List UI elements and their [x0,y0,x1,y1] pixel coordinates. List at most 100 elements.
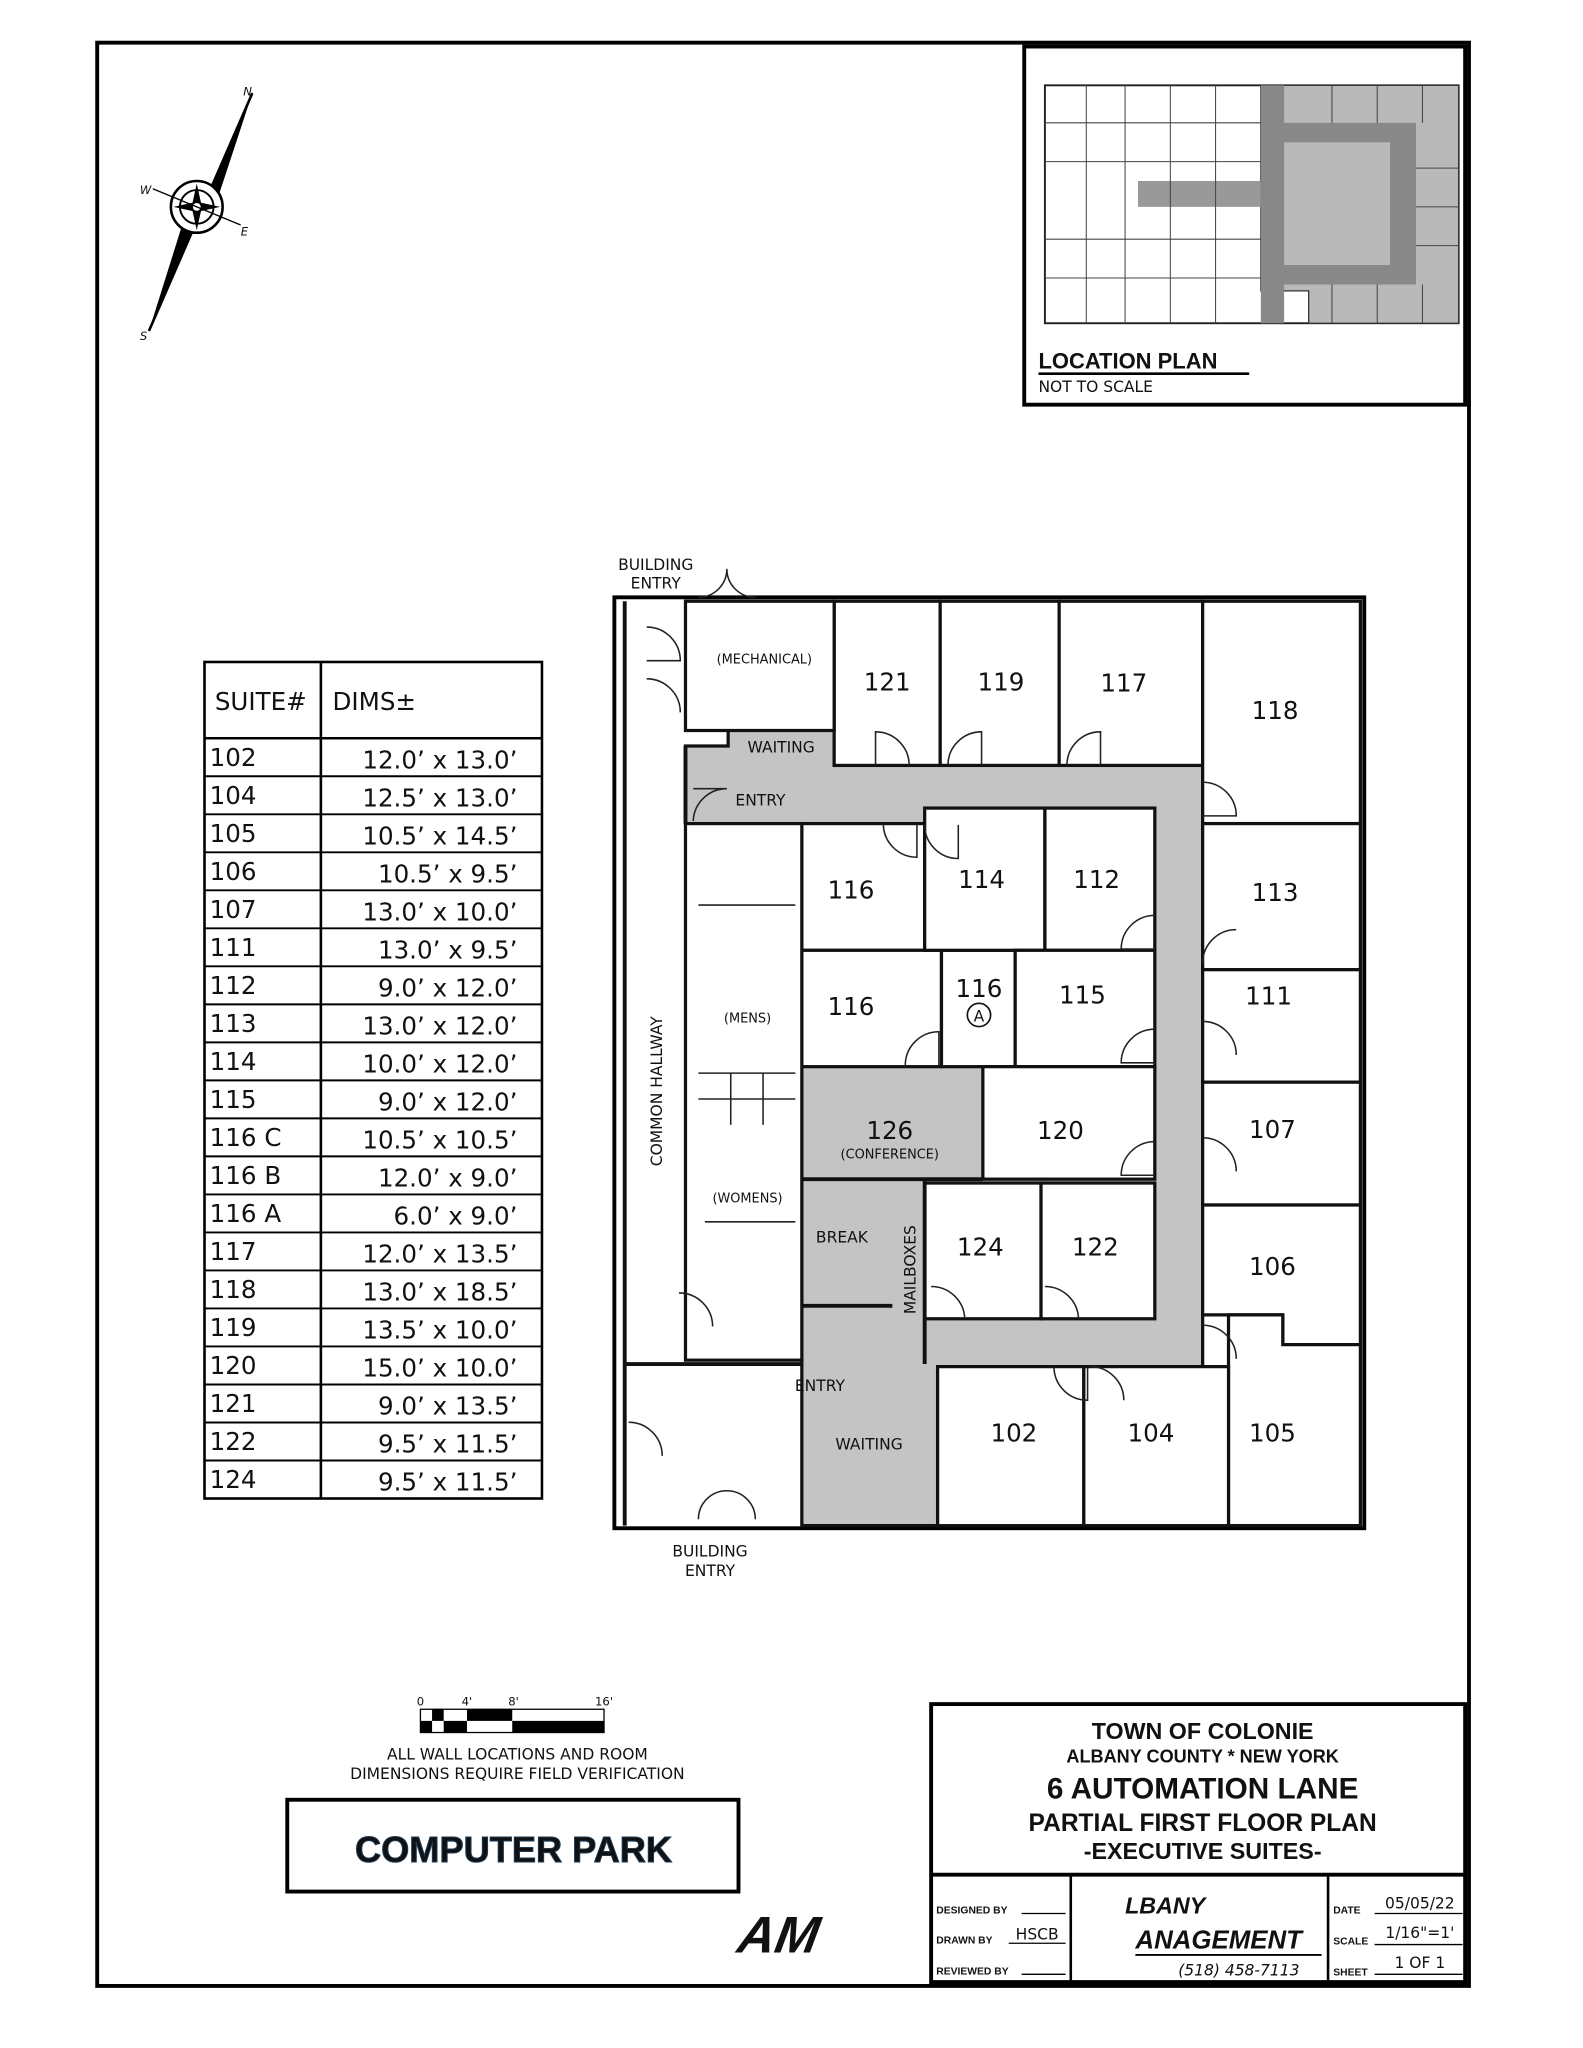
room-116-a-tag: A [974,1007,985,1025]
table-cell-dims: 12.5’ x 13.0’ [362,784,517,813]
entry-bottom-label: ENTRY [795,1377,846,1395]
table-cell-dims: 13.0’ x 18.5’ [362,1278,517,1307]
table-cell-suite: 120 [210,1351,257,1380]
room-119[interactable]: 119 [978,667,1025,696]
room-107[interactable]: 107 [1249,1115,1296,1144]
room-117[interactable]: 117 [1100,669,1147,698]
drawn-by-label: DRAWN BY [936,1935,992,1946]
logo-top: LBANY [1125,1893,1208,1919]
table-cell-dims: 10.5’ x 9.5’ [378,860,517,889]
floor-plan: BUILDING ENTRY BUILDING ENTRY (MECHANICA… [612,556,1367,1580]
break-label: BREAK [816,1229,869,1247]
sheet-value: 1 OF 1 [1395,1954,1446,1972]
title-town: TOWN OF COLONIE [1092,1718,1314,1744]
room-121[interactable]: 121 [864,667,911,696]
verification-note-1: ALL WALL LOCATIONS AND ROOM [387,1746,648,1764]
room-112[interactable]: 112 [1073,865,1120,894]
table-cell-dims: 13.5’ x 10.0’ [362,1316,517,1345]
table-cell-dims: 9.0’ x 12.0’ [378,1088,517,1117]
conference-label: (CONFERENCE) [841,1147,939,1162]
date-value: 05/05/22 [1385,1894,1455,1912]
logo-phone: (518) 458-7113 [1178,1962,1299,1980]
table-cell-dims: 10.0’ x 12.0’ [362,1050,517,1079]
table-cell-dims: 15.0’ x 10.0’ [362,1354,517,1383]
womens-label: (WOMENS) [712,1191,782,1206]
building-entry-top-1: BUILDING [618,556,693,574]
table-cell-suite: 114 [210,1047,257,1076]
room-102[interactable]: 102 [990,1419,1037,1448]
entry-top-label: ENTRY [735,791,786,809]
table-cell-suite: 105 [210,819,257,848]
table-cell-suite: 106 [210,857,257,886]
compass-rose-icon: N W E S [140,85,254,343]
table-cell-suite: 117 [210,1237,257,1266]
location-plan: LOCATION PLAN NOT TO SCALE [1022,44,1468,407]
room-116-a[interactable]: 116 [956,974,1003,1003]
title-county: ALBANY COUNTY * NEW YORK [1066,1746,1338,1766]
designed-by-label: DESIGNED BY [936,1906,1007,1917]
table-cell-suite: 111 [210,933,257,962]
table-cell-suite: 116 A [210,1199,282,1228]
scale-tick-4: 4' [462,1694,473,1708]
sheet-label: SHEET [1333,1968,1368,1979]
table-cell-suite: 104 [210,781,257,810]
table-cell-dims: 13.0’ x 10.0’ [362,898,517,927]
room-105[interactable]: 105 [1249,1419,1296,1448]
table-cell-dims: 9.5’ x 11.5’ [378,1468,517,1497]
logo-bottom: ANAGEMENT [1134,1926,1304,1954]
room-111[interactable]: 111 [1245,982,1292,1011]
drawn-by-value: HSCB [1016,1925,1059,1943]
table-cell-dims: 12.0’ x 13.5’ [362,1240,517,1269]
table-cell-dims: 13.0’ x 12.0’ [362,1012,517,1041]
albany-management-logo: AM LBANY ANAGEMENT (518) 458-7113 [731,1893,1322,1980]
table-cell-suite: 118 [210,1275,257,1304]
table-header-dims: DIMS± [333,687,416,716]
table-cell-dims: 6.0’ x 9.0’ [394,1202,518,1231]
room-114[interactable]: 114 [958,865,1005,894]
scale-label: SCALE [1333,1937,1368,1948]
building-entry-top-2: ENTRY [631,574,682,592]
room-120[interactable]: 120 [1037,1116,1084,1145]
table-cell-dims: 10.5’ x 10.5’ [362,1126,517,1155]
location-plan-subtitle: NOT TO SCALE [1038,378,1152,396]
table-cell-suite: 116 B [210,1161,281,1190]
room-106[interactable]: 106 [1249,1252,1296,1281]
table-cell-dims: 12.0’ x 13.0’ [362,746,517,775]
room-124[interactable]: 124 [957,1232,1004,1261]
room-113[interactable]: 113 [1252,878,1299,907]
table-cell-dims: 9.0’ x 12.0’ [378,974,517,1003]
building-entry-bottom-1: BUILDING [672,1543,747,1561]
table-cell-dims: 9.5’ x 11.5’ [378,1430,517,1459]
table-header-suite: SUITE# [215,687,307,716]
compass-n: N [243,85,252,99]
table-cell-suite: 119 [210,1313,257,1342]
conference-number: 126 [866,1116,913,1145]
title-plan: PARTIAL FIRST FLOOR PLAN [1029,1810,1377,1837]
table-cell-suite: 122 [210,1427,257,1456]
title-address: 6 AUTOMATION LANE [1047,1772,1359,1805]
room-116-upper[interactable]: 116 [828,876,875,905]
table-cell-dims: 10.5’ x 14.5’ [362,822,517,851]
scale-bar: 0 4' 8' 16' [417,1694,613,1734]
compass-e: E [241,224,249,238]
title-suites: -EXECUTIVE SUITES- [1084,1838,1322,1864]
room-118[interactable]: 118 [1252,696,1299,725]
location-plan-title: LOCATION PLAN [1038,348,1217,373]
scale-tick-8: 8' [508,1694,519,1708]
table-cell-dims: 13.0’ x 9.5’ [378,936,517,965]
waiting-bottom-label: WAITING [835,1435,902,1453]
waiting-top-label: WAITING [748,738,815,756]
mechanical-label: (MECHANICAL) [717,652,812,667]
room-115[interactable]: 115 [1059,980,1106,1009]
mens-label: (MENS) [724,1012,771,1027]
title-block: TOWN OF COLONIE ALBANY COUNTY * NEW YORK… [731,1702,1468,1984]
table-cell-suite: 112 [210,971,257,1000]
room-104[interactable]: 104 [1128,1419,1175,1448]
verification-note-2: DIMENSIONS REQUIRE FIELD VERIFICATION [350,1765,684,1783]
room-122[interactable]: 122 [1072,1232,1119,1261]
table-cell-suite: 116 C [210,1123,282,1152]
room-116-lower[interactable]: 116 [828,992,875,1021]
compass-s: S [140,329,148,343]
